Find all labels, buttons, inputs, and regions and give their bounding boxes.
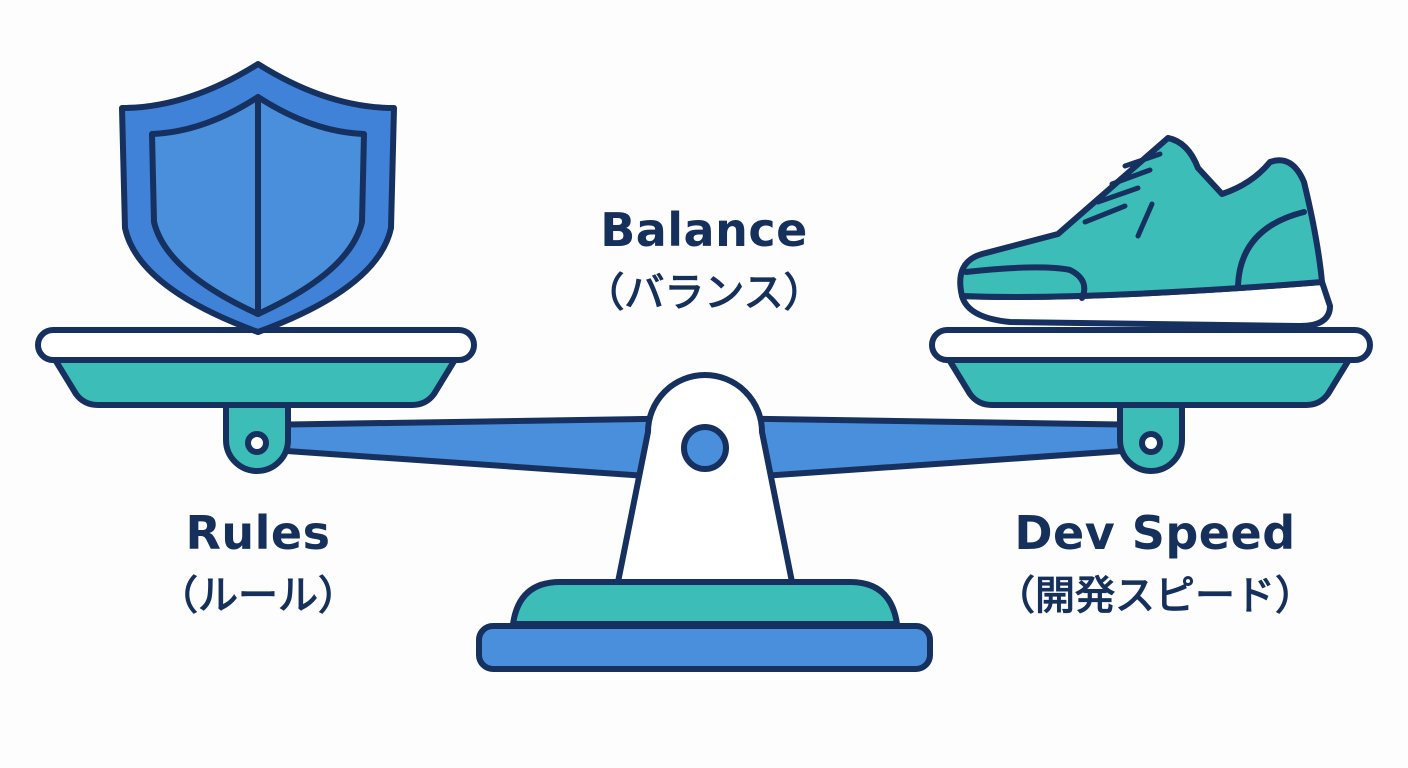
dev-speed-label-ja: （開発スピード） — [995, 572, 1315, 619]
rules-label: Rules （ルール） — [108, 505, 408, 621]
right-hanger — [1117, 397, 1185, 474]
rules-label-en: Rules — [185, 506, 331, 560]
left-hanger — [223, 397, 291, 474]
balance-label-ja: （バランス） — [584, 269, 824, 316]
scale-base — [476, 579, 933, 672]
shield-icon — [119, 61, 397, 335]
scale-post — [615, 372, 795, 585]
balance-label-en: Balance — [600, 203, 808, 257]
rules-label-ja: （ルール） — [158, 572, 358, 619]
left-pan — [35, 327, 477, 408]
sneaker-icon — [957, 135, 1333, 329]
dev-speed-label-en: Dev Speed — [1014, 506, 1296, 560]
right-pan — [929, 327, 1373, 408]
balance-label: Balance （バランス） — [554, 202, 854, 318]
dev-speed-label: Dev Speed （開発スピード） — [955, 505, 1355, 621]
